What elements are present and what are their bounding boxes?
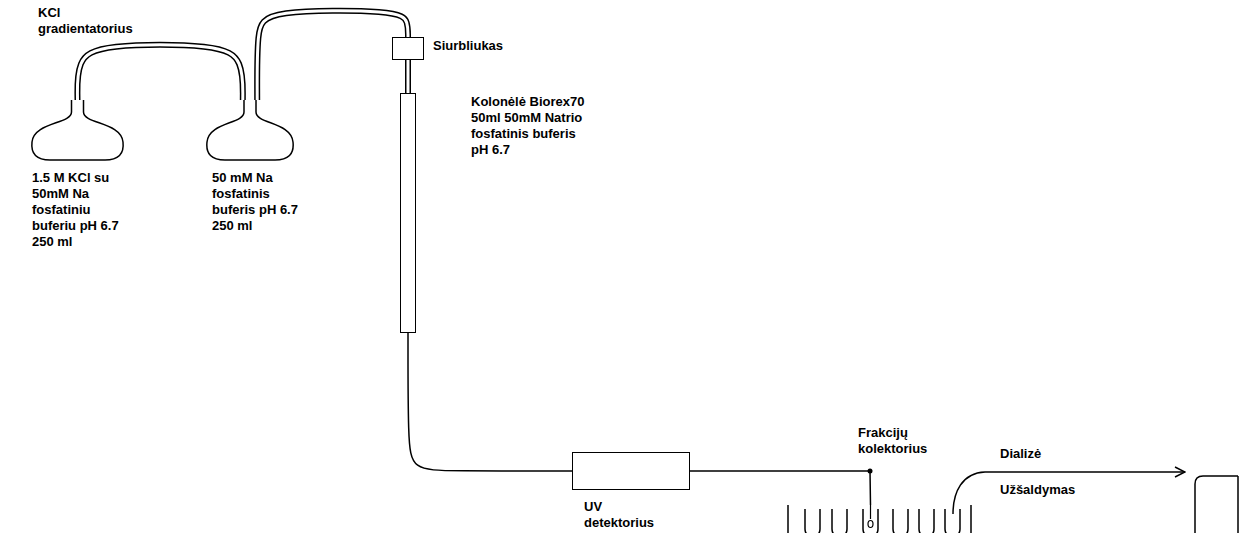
drop: [868, 521, 873, 528]
collection-tube: [805, 509, 820, 533]
reservoir-flask: 1.5 M KCl su 50mM Na fosfatiniu buferiu …: [30, 100, 125, 160]
drip-line: [870, 505, 871, 519]
connector-line: [690, 471, 871, 505]
tubing: [77, 45, 242, 100]
flask-outline: [207, 100, 293, 160]
caption-slot: Frakcijų kolektorius: [858, 425, 958, 457]
buffer-flask: 50 mM Na fosfatinis buferis pH 6.7 250 m…: [205, 100, 295, 160]
flask-outline: [205, 100, 295, 160]
caption-slot: Siurbliukas: [433, 38, 553, 54]
uv-detector-box: UV detektorius: [572, 452, 690, 490]
caption-slot: UV detektorius: [584, 499, 669, 531]
tube-rack: [785, 505, 975, 533]
flow-line: [408, 333, 572, 471]
node-caption: 50 mM Na fosfatinis buferis pH 6.7 250 m…: [212, 170, 316, 234]
collection-tube: [919, 509, 934, 533]
column-tube: Kolonėlė Biorex70 50ml 50mM Natrio fosfa…: [400, 93, 416, 333]
caption-slot: 1.5 M KCl su 50mM Na fosfatiniu buferiu …: [32, 170, 136, 250]
flow-line: [690, 471, 871, 505]
tube-bore: [77, 45, 242, 100]
node-caption: Siurbliukas: [433, 38, 553, 54]
gradient-label: KCl gradientatorius: [38, 5, 158, 37]
storage-vessel: [1195, 476, 1238, 533]
node-caption: Frakcijų kolektorius: [858, 425, 958, 457]
flask-outline: [30, 100, 125, 160]
transfer-arrow: [953, 472, 1185, 514]
collection-tube: [832, 509, 847, 533]
node-caption: Kolonėlė Biorex70 50ml 50mM Natrio fosfa…: [471, 94, 596, 158]
tubing: [257, 11, 408, 100]
connector-line: [257, 11, 408, 100]
tube-bore: [257, 11, 408, 100]
tubing: [408, 60, 409, 93]
fraction-collector: Frakcijų kolektorius: [785, 505, 975, 533]
tube-bore: [407, 60, 410, 93]
node-caption: 1.5 M KCl su 50mM Na fosfatiniu buferiu …: [32, 170, 136, 250]
connector-line: [405, 60, 411, 93]
collection-tube: [945, 509, 960, 533]
flask-outline: [32, 100, 123, 160]
caption-slot: 50 mM Na fosfatinis buferis pH 6.7 250 m…: [212, 170, 316, 234]
connector-line: [408, 333, 572, 471]
node-caption: UV detektorius: [584, 499, 669, 531]
step-label: Dializė: [1000, 446, 1041, 462]
caption-slot: Kolonėlė Biorex70 50ml 50mM Natrio fosfa…: [471, 94, 596, 158]
collection-tube: [893, 509, 908, 533]
step-label: Užšaldymas: [1000, 482, 1075, 498]
rack-frame: [788, 505, 971, 533]
connector-line: [77, 45, 242, 100]
pump-box: Siurbliukas: [392, 37, 424, 60]
